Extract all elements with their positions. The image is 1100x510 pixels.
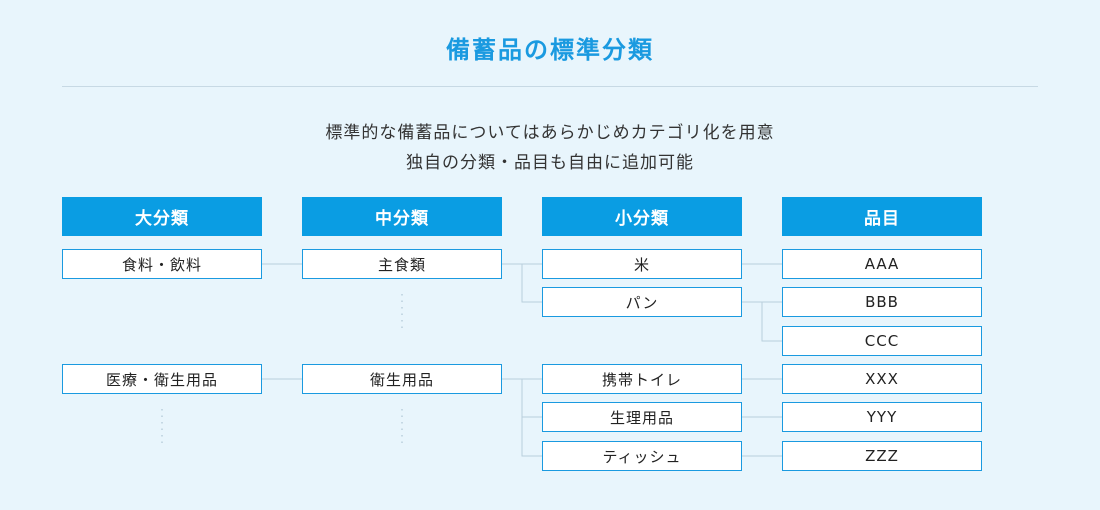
description-line-1: 標準的な備蓄品についてはあらかじめカテゴリ化を用意 — [325, 123, 775, 143]
medium-category-staple: 主食類 — [302, 249, 502, 279]
item-aaa: AAA — [782, 249, 982, 279]
item-yyy: YYY — [782, 402, 982, 432]
medium-category-hygiene: 衛生用品 — [302, 364, 502, 394]
page-title: 備蓄品の標準分類 — [446, 36, 654, 64]
large-category-food: 食料・飲料 — [62, 249, 262, 279]
small-category-sanitary: 生理用品 — [542, 402, 742, 432]
header-small-category: 小分類 — [542, 197, 742, 236]
item-xxx: XXX — [782, 364, 982, 394]
connector-staple-bread — [521, 264, 542, 303]
connector-bread-ccc — [761, 302, 782, 342]
item-zzz: ZZZ — [782, 441, 982, 471]
header-item: 品目 — [782, 197, 982, 236]
connector-hygiene-branch — [521, 379, 542, 457]
item-bbb: BBB — [782, 287, 982, 317]
item-ccc: CCC — [782, 326, 982, 356]
large-category-medical: 医療・衛生用品 — [62, 364, 262, 394]
small-category-tissue: ティッシュ — [542, 441, 742, 471]
description-line-2: 独自の分類・品目も自由に追加可能 — [406, 153, 694, 173]
small-category-bread: パン — [542, 287, 742, 317]
header-large-category: 大分類 — [62, 197, 262, 236]
header-medium-category: 中分類 — [302, 197, 502, 236]
small-category-toilet: 携帯トイレ — [542, 364, 742, 394]
small-category-rice: 米 — [542, 249, 742, 279]
title-divider — [62, 86, 1038, 87]
